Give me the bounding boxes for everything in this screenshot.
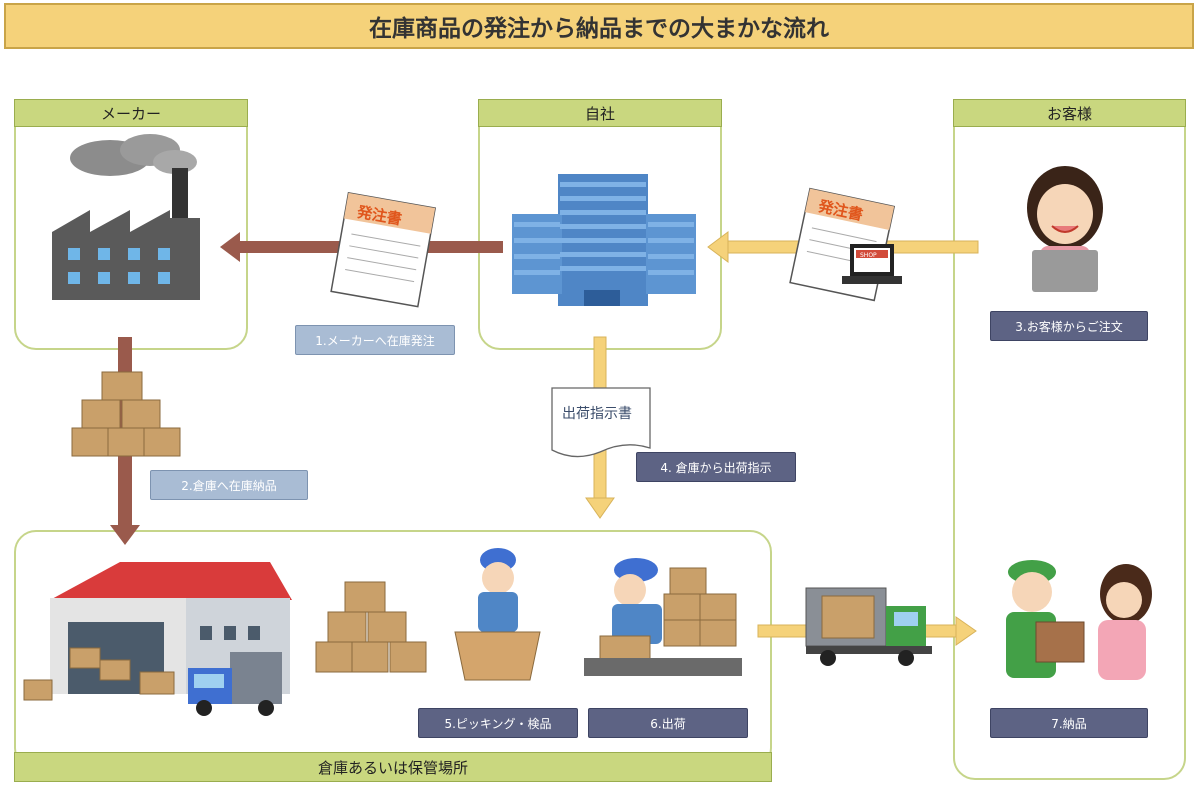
shipping-instruction-icon	[551, 387, 651, 458]
step-2-label: 2.倉庫へ在庫納品	[150, 470, 308, 500]
warehouse-icon	[23, 562, 292, 701]
step-3-label: 3.お客様からご注文	[990, 311, 1148, 341]
step-7-label: 7.納品	[990, 708, 1148, 738]
picking-worker-icon	[454, 548, 541, 681]
maker-header: メーカー	[14, 99, 248, 127]
laptop-shop-icon	[842, 244, 902, 284]
step-4-label: 4. 倉庫から出荷指示	[636, 452, 796, 482]
company-header: 自社	[478, 99, 722, 127]
customer-header: お客様	[953, 99, 1186, 127]
office-building-icon	[512, 174, 696, 306]
shipping-worker-icon	[584, 558, 742, 676]
order-sheet-icon	[330, 192, 437, 308]
delivery-people-icon	[1006, 560, 1152, 680]
factory-icon	[52, 134, 200, 300]
delivery-truck-icon	[805, 587, 932, 666]
shipping-instruction-label: 出荷指示書	[562, 406, 632, 422]
truck-icon	[188, 652, 282, 716]
warehouse-footer: 倉庫あるいは保管場所	[14, 752, 772, 782]
boxes-icon	[71, 371, 181, 457]
step-6-label: 6.出荷	[588, 708, 748, 738]
step-1-label: 1.メーカーへ在庫発注	[295, 325, 455, 355]
shop-sign: SHOP	[860, 252, 877, 259]
page-title: 在庫商品の発注から納品までの大まかな流れ	[4, 3, 1194, 49]
customer-woman-icon	[1027, 166, 1103, 292]
boxes-icon	[315, 581, 427, 673]
step-5-label: 5.ピッキング・検品	[418, 708, 578, 738]
